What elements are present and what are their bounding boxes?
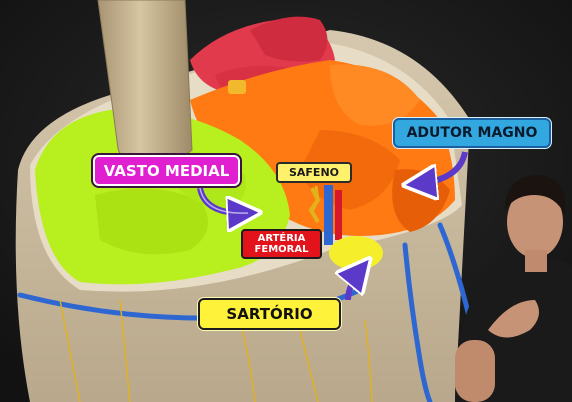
- label-sartorio: SARTÓRIO: [198, 298, 341, 330]
- presenter-photo: [455, 175, 572, 402]
- curved-arrow-icon: [416, 151, 468, 184]
- label-arteria-line2: FEMORAL: [254, 244, 309, 255]
- label-adutor-magno: ADUTOR MAGNO: [393, 118, 551, 148]
- label-safeno: SAFENO: [276, 162, 352, 183]
- label-vasto-medial: VASTO MEDIAL: [93, 155, 240, 186]
- label-arteria-line1: ARTÉRIA: [257, 233, 306, 244]
- label-arteria-femoral: ARTÉRIA FEMORAL: [241, 229, 322, 259]
- sciatic-nerve: [228, 80, 246, 94]
- sartorius-muscle: [329, 236, 383, 270]
- label-safeno-text: SAFENO: [288, 166, 340, 179]
- label-adutor-magno-text: ADUTOR MAGNO: [406, 125, 538, 141]
- curved-arrow-icon: [199, 187, 249, 214]
- label-sartorio-text: SARTÓRIO: [226, 305, 313, 323]
- pointer-line: [310, 185, 320, 213]
- label-vasto-medial-text: VASTO MEDIAL: [103, 161, 230, 180]
- curved-arrow-icon: [348, 268, 362, 301]
